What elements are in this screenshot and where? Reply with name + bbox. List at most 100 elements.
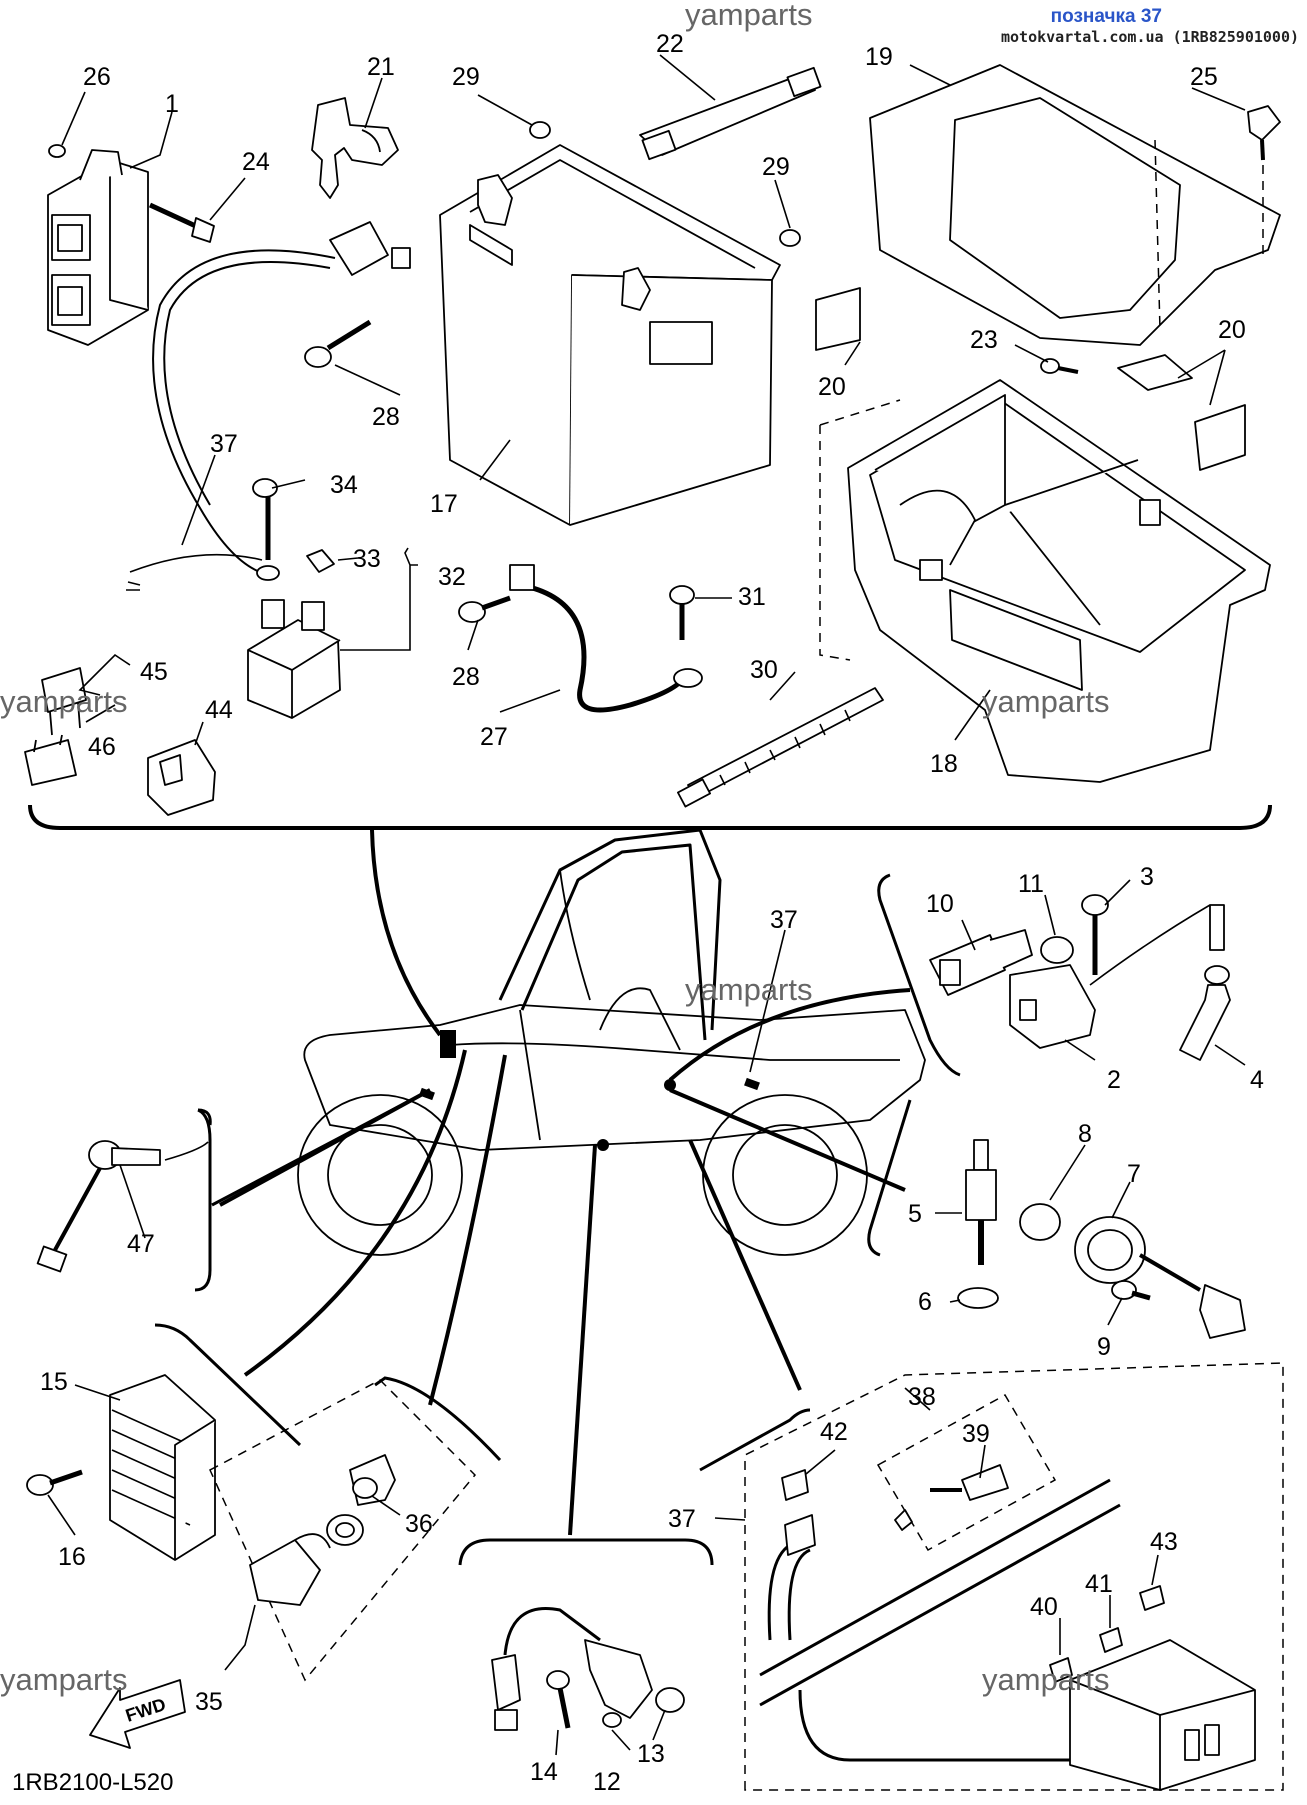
part-7-sensor[interactable] — [1074, 1216, 1246, 1339]
part-21-clamp[interactable] — [311, 97, 399, 199]
callout-8: 8 — [1078, 1120, 1092, 1148]
callout-45: 45 — [140, 658, 168, 686]
part-26-washer[interactable] — [48, 144, 66, 158]
part-30-cable-tie[interactable] — [676, 687, 884, 808]
part-20-pad-right-b[interactable] — [1194, 404, 1246, 471]
part-25-clip[interactable] — [1247, 105, 1281, 255]
callout-30: 30 — [750, 656, 778, 684]
part-19-battery-cover[interactable] — [869, 64, 1281, 346]
part-32-starter-relay[interactable] — [247, 599, 341, 719]
reference-label[interactable]: позначка 37 — [1050, 6, 1162, 27]
part-2-ignition-coil[interactable] — [1009, 904, 1225, 1049]
part-28-bolt-upper[interactable] — [304, 319, 372, 368]
part-29-nut-right[interactable] — [779, 229, 801, 247]
part-11-gasket[interactable] — [1040, 936, 1074, 964]
part-22-strap[interactable] — [639, 66, 822, 161]
part-44-connector[interactable] — [147, 739, 216, 816]
part-43-fuse[interactable] — [1139, 1585, 1165, 1611]
leader-lines — [61, 54, 1246, 746]
watermark-bottom-left: yamparts — [0, 1662, 127, 1697]
part-13-oring[interactable] — [655, 1687, 685, 1713]
part-37-battery-cable[interactable] — [126, 221, 411, 591]
callout-21: 21 — [367, 53, 395, 81]
callout-9: 9 — [1097, 1333, 1111, 1361]
part-5-spark-plug[interactable] — [965, 1139, 997, 1265]
top-group-bracket — [28, 804, 1272, 830]
callout-16: 16 — [58, 1543, 86, 1571]
callout-40: 40 — [1030, 1593, 1058, 1621]
part-42-coupler[interactable] — [781, 1469, 816, 1556]
callout-31: 31 — [738, 583, 766, 611]
part-36-cap[interactable] — [349, 1454, 396, 1506]
part-41-fuse[interactable] — [1099, 1627, 1123, 1653]
part-33-fuse[interactable] — [306, 549, 335, 573]
callout-36: 36 — [405, 1510, 433, 1538]
callout-38: 38 — [908, 1383, 936, 1411]
part-40-fuse[interactable] — [1049, 1657, 1073, 1683]
callout-37b: 37 — [770, 906, 798, 934]
callout-34: 34 — [330, 471, 358, 499]
callout-35: 35 — [195, 1688, 223, 1716]
callout-23: 23 — [970, 326, 998, 354]
part-20-pad-right-a[interactable] — [1117, 354, 1193, 391]
part-12-sensor[interactable] — [503, 1607, 653, 1728]
callout-28b: 28 — [452, 663, 480, 691]
part-35-speed-sensor[interactable] — [249, 1514, 364, 1606]
part-fuse-box[interactable] — [1069, 1639, 1256, 1791]
callout-37c: 37 — [668, 1505, 696, 1533]
callout-numbers: 1 2 3 4 5 6 7 8 9 10 11 12 13 14 15 16 1… — [40, 30, 1264, 1796]
part-10-sensor[interactable] — [929, 929, 1033, 996]
callout-14: 14 — [530, 1758, 558, 1786]
harness-block — [440, 1030, 456, 1058]
part-24-bolt[interactable] — [148, 202, 215, 243]
part-20-pad-left[interactable] — [815, 287, 861, 351]
callout-2: 2 — [1107, 1066, 1121, 1094]
watermark-bottom-right: yamparts — [982, 1662, 1109, 1697]
part-34-bolt[interactable] — [252, 478, 280, 581]
callout-29b: 29 — [762, 153, 790, 181]
callout-24: 24 — [242, 148, 270, 176]
part-17-battery[interactable] — [439, 144, 781, 526]
site-label: motokvartal.com.ua (1RB825901000) — [1000, 28, 1299, 46]
callout-44: 44 — [205, 696, 233, 724]
part-28-bolt-lower[interactable] — [458, 595, 511, 623]
part-3-bolt[interactable] — [1081, 894, 1109, 975]
callout-15: 15 — [40, 1368, 68, 1396]
part-4-plug-cap[interactable] — [1179, 965, 1231, 1061]
callout-13: 13 — [637, 1740, 665, 1768]
part-15-rectifier[interactable] — [109, 1374, 216, 1561]
part-23-screw[interactable] — [1040, 358, 1079, 374]
callout-20b: 20 — [1218, 316, 1246, 344]
part-46-coupler[interactable] — [24, 734, 77, 786]
part-18-battery-box[interactable] — [847, 379, 1271, 783]
part-31-bolt[interactable] — [669, 585, 695, 640]
callout-46: 46 — [88, 733, 116, 761]
part-27-negative-cable[interactable] — [509, 564, 703, 713]
callout-1: 1 — [165, 90, 179, 118]
callout-7: 7 — [1127, 1160, 1141, 1188]
callout-25: 25 — [1190, 63, 1218, 91]
part-45-coupler[interactable] — [41, 667, 87, 736]
part-37-wire-harness[interactable] — [759, 1478, 1121, 1762]
part-9-bolt[interactable] — [1111, 1280, 1151, 1301]
callout-6: 6 — [918, 1288, 932, 1316]
callout-10: 10 — [926, 890, 954, 918]
callout-42: 42 — [820, 1418, 848, 1446]
part-29-nut-left[interactable] — [529, 121, 551, 139]
vehicle-illustration — [219, 828, 926, 1536]
part-1-cdi-unit[interactable] — [47, 149, 149, 346]
part-39-coupler[interactable] — [894, 1464, 1009, 1531]
part-16-bolt[interactable] — [26, 1469, 83, 1496]
diagram-code: 1RB2100-L520 — [12, 1769, 173, 1796]
callout-33: 33 — [353, 545, 381, 573]
box-pad-guide — [819, 399, 901, 661]
callout-19: 19 — [865, 43, 893, 71]
part-6-gasket[interactable] — [957, 1287, 999, 1309]
callout-26: 26 — [83, 63, 111, 91]
part-47-sensor[interactable] — [36, 1140, 209, 1273]
watermark-right: yamparts — [982, 684, 1109, 719]
part-8-oring[interactable] — [1019, 1203, 1061, 1241]
part-14-bolt[interactable] — [491, 1654, 571, 1731]
